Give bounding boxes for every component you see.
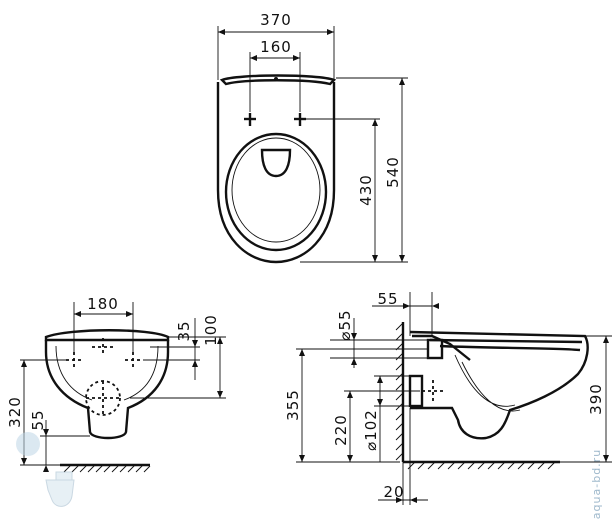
dim-100: 100 <box>202 314 220 346</box>
top-view-center-mark <box>274 77 278 81</box>
front-view-top-rim <box>44 329 170 342</box>
dim-160: 160 <box>260 38 292 56</box>
side-view-bowl-inner <box>454 354 521 412</box>
dim-540: 540 <box>384 156 402 188</box>
dim-55-side: 55 <box>377 290 398 308</box>
top-view-flush-hole <box>260 148 292 178</box>
top-view-bowl-outline <box>216 82 336 264</box>
toilet-logo-icon <box>16 432 75 507</box>
dim-dia-55: ⌀55 <box>336 309 354 340</box>
front-view-outlet <box>85 380 121 416</box>
dim-355: 355 <box>284 389 302 421</box>
top-view-seat-outer <box>224 132 328 252</box>
dim-180: 180 <box>87 295 119 313</box>
side-view-inlet <box>426 338 444 360</box>
dim-55-front: 55 <box>29 409 47 430</box>
top-view-rear-rim <box>219 74 337 86</box>
top-view: 370 160 540 430 <box>216 11 408 264</box>
front-view-body-inner <box>55 345 159 401</box>
dim-320: 320 <box>6 396 24 428</box>
dim-dia-102: ⌀102 <box>362 409 380 451</box>
dim-430: 430 <box>357 174 375 206</box>
top-view-seat-inner <box>231 137 321 243</box>
front-view-fixings <box>66 338 141 368</box>
top-view-fixing-right <box>294 113 306 126</box>
dim-390: 390 <box>587 383 605 415</box>
top-view-fixing-left <box>244 113 256 126</box>
front-view-body <box>44 340 170 440</box>
dim-220: 220 <box>332 414 350 446</box>
side-view-bowl <box>409 330 589 440</box>
side-view: 55 ⌀55 355 220 ⌀102 390 20 <box>284 290 612 505</box>
dim-20: 20 <box>383 483 404 501</box>
dim-35: 35 <box>175 320 193 341</box>
dim-370: 370 <box>260 11 292 29</box>
watermark-text: aqua-bd.ru <box>590 449 603 519</box>
